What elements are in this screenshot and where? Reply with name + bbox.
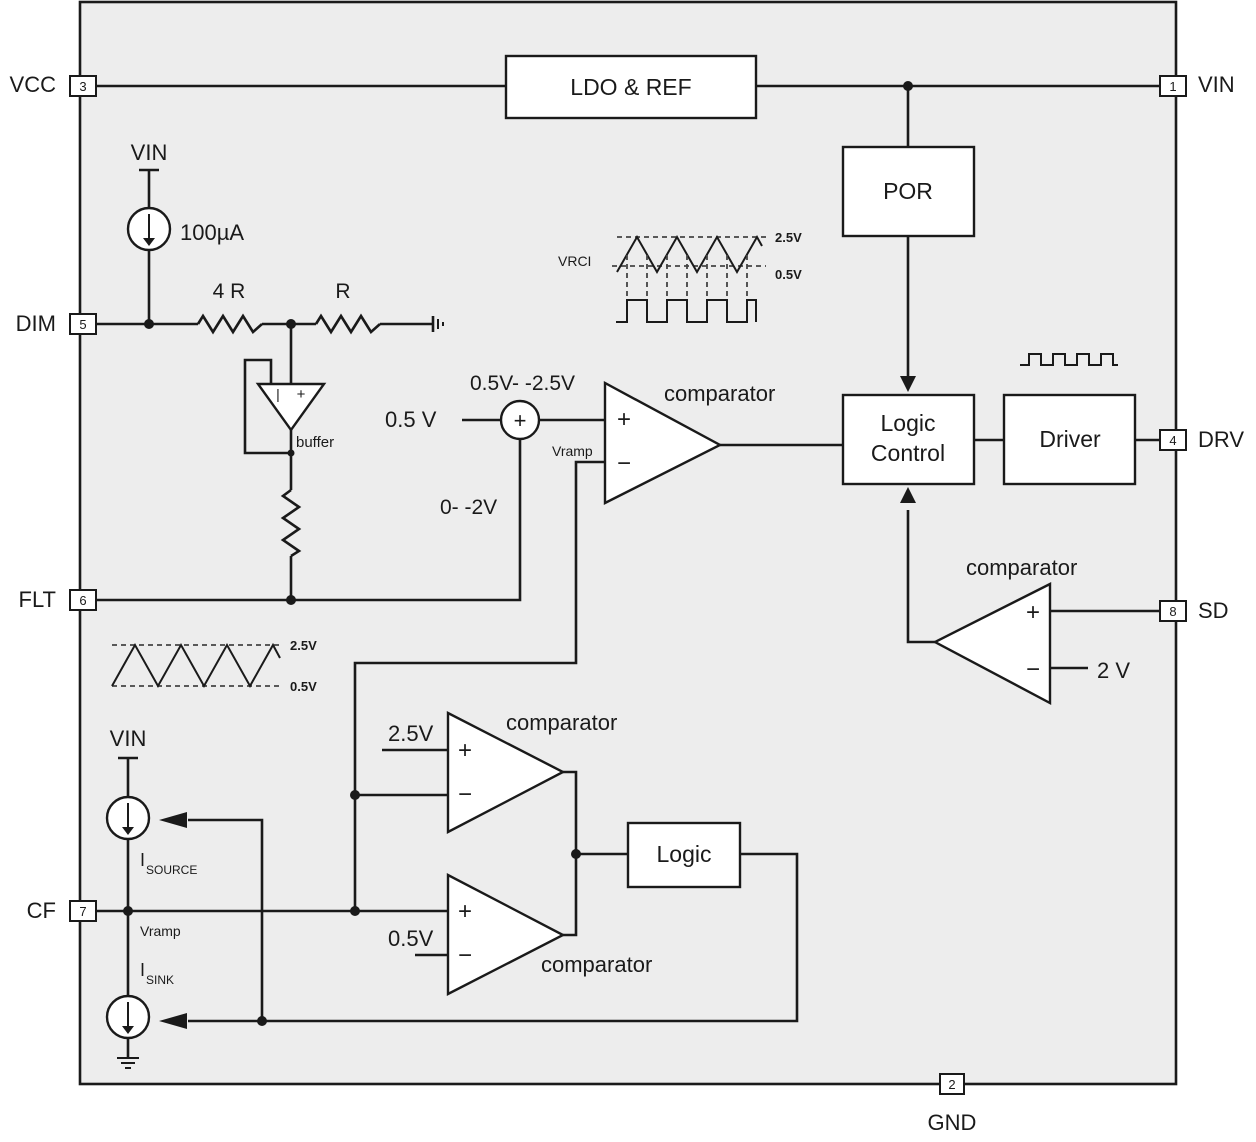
svg-text:+: + [458, 737, 472, 764]
label-ref-2-5: 2.5V [388, 721, 434, 746]
svg-text:2.5V: 2.5V [290, 638, 317, 653]
pin-vin: 1 VIN [1159, 72, 1235, 97]
svg-text:VCC: VCC [10, 72, 57, 97]
current-source-isource [105, 795, 151, 841]
label-two-volt: 2 V [1097, 658, 1130, 683]
svg-text:7: 7 [79, 904, 86, 919]
svg-text:GND: GND [928, 1110, 977, 1135]
svg-text:Driver: Driver [1039, 426, 1101, 452]
arrow-por-to-logic [900, 376, 916, 392]
arrow-isink [159, 1013, 187, 1029]
logic-control-block: Logic Control [841, 393, 976, 486]
label-isource-sub: SOURCE [146, 863, 197, 877]
svg-text:Logic: Logic [881, 410, 936, 436]
svg-text:−: − [1026, 656, 1040, 683]
svg-text:+: + [458, 898, 472, 925]
junction-dots [123, 81, 913, 1026]
svg-text:Logic: Logic [657, 841, 712, 867]
pin-flt: 6 FLT [19, 587, 97, 612]
summing-junction: + [499, 399, 541, 441]
svg-text:+: + [297, 386, 306, 403]
svg-text:+: + [1026, 599, 1040, 626]
resistor-r [314, 313, 381, 335]
buffer-amplifier: | + buffer [255, 382, 334, 451]
label-100ua: 100µA [180, 220, 244, 245]
svg-text:SD: SD [1198, 598, 1229, 623]
svg-text:VIN: VIN [1198, 72, 1235, 97]
comparator-lower: + − [446, 873, 566, 996]
label-vramp-top: Vramp [552, 443, 593, 459]
label-half-volt: 0.5 V [385, 407, 437, 432]
label-r: R [335, 280, 350, 303]
label-comparator-lower: comparator [541, 952, 652, 977]
svg-text:FLT: FLT [19, 587, 56, 612]
ground-symbol-cf [117, 1057, 139, 1069]
svg-text:1: 1 [1169, 79, 1176, 94]
label-isink-sub: SINK [146, 973, 174, 987]
driver-block: Driver [1002, 393, 1137, 486]
driver-pulse-icon [1020, 353, 1118, 366]
pin-sd: 8 SD [1159, 598, 1229, 623]
resistor-flt [280, 488, 302, 558]
pin-vcc: 3 VCC [10, 72, 97, 97]
svg-text:|: | [276, 386, 280, 402]
label-vramp-bottom: Vramp [140, 923, 181, 939]
svg-text:Control: Control [871, 440, 945, 466]
logic-block: Logic [626, 821, 742, 889]
current-source-isink [105, 994, 151, 1040]
svg-text:CF: CF [27, 898, 56, 923]
label-comparator-sd: comparator [966, 555, 1077, 580]
svg-text:0.5V: 0.5V [290, 679, 317, 694]
arrow-sd-to-logic [900, 487, 916, 503]
ldo-ref-block: LDO & REF [504, 54, 758, 120]
svg-text:DIM: DIM [16, 311, 56, 336]
comparator-upper: + − [446, 711, 566, 834]
svg-text:8: 8 [1169, 604, 1176, 619]
signal-labels: VIN 100µA 4 R R 0.5 V 0.5V- -2.5V 0- -2V… [110, 140, 1131, 987]
chip-outline [78, 0, 1178, 1086]
svg-text:buffer: buffer [296, 434, 334, 451]
svg-text:+: + [514, 408, 527, 433]
svg-text:4: 4 [1169, 433, 1176, 448]
label-sum-range: 0.5V- -2.5V [470, 372, 575, 395]
label-ref-0-5: 0.5V [388, 926, 434, 951]
comparator-main: + − [603, 380, 723, 505]
svg-text:LDO & REF: LDO & REF [570, 74, 691, 100]
svg-text:0.5V: 0.5V [775, 267, 802, 282]
wires [96, 84, 1160, 1058]
svg-text:5: 5 [79, 317, 86, 332]
pin-cf: 7 CF [27, 898, 97, 923]
svg-text:3: 3 [79, 79, 86, 94]
svg-text:−: − [458, 942, 472, 969]
label-zero-range: 0- -2V [440, 496, 497, 519]
current-source-100ua [126, 206, 172, 252]
label-isource: I [140, 850, 145, 870]
ground-symbol-dim [431, 316, 444, 332]
label-4r: 4 R [213, 280, 246, 303]
label-comparator-upper: comparator [506, 710, 617, 735]
svg-text:VRCI: VRCI [558, 253, 591, 269]
svg-text:DRV: DRV [1198, 427, 1244, 452]
ramp-waveform: 2.5V 0.5V [111, 638, 317, 694]
svg-text:POR: POR [883, 178, 933, 204]
arrow-isource [159, 812, 187, 828]
pin-gnd: 2 GND [928, 1073, 977, 1135]
svg-text:2: 2 [948, 1077, 955, 1092]
resistor-4r [196, 313, 263, 335]
pin-drv: 4 DRV [1159, 427, 1244, 452]
svg-text:6: 6 [79, 593, 86, 608]
comparator-sd: + − [932, 582, 1052, 705]
vrci-waveform: VRCI 2.5V 0.5V [558, 230, 802, 323]
svg-text:−: − [458, 781, 472, 808]
label-vin-bottom: VIN [110, 726, 147, 751]
por-block: POR [841, 145, 976, 238]
svg-text:+: + [617, 406, 631, 433]
pin-dim: 5 DIM [16, 311, 97, 336]
svg-text:−: − [617, 450, 631, 477]
svg-text:2.5V: 2.5V [775, 230, 802, 245]
label-vin-top: VIN [131, 140, 168, 165]
label-isink: I [140, 960, 145, 980]
label-comparator-main: comparator [664, 381, 775, 406]
